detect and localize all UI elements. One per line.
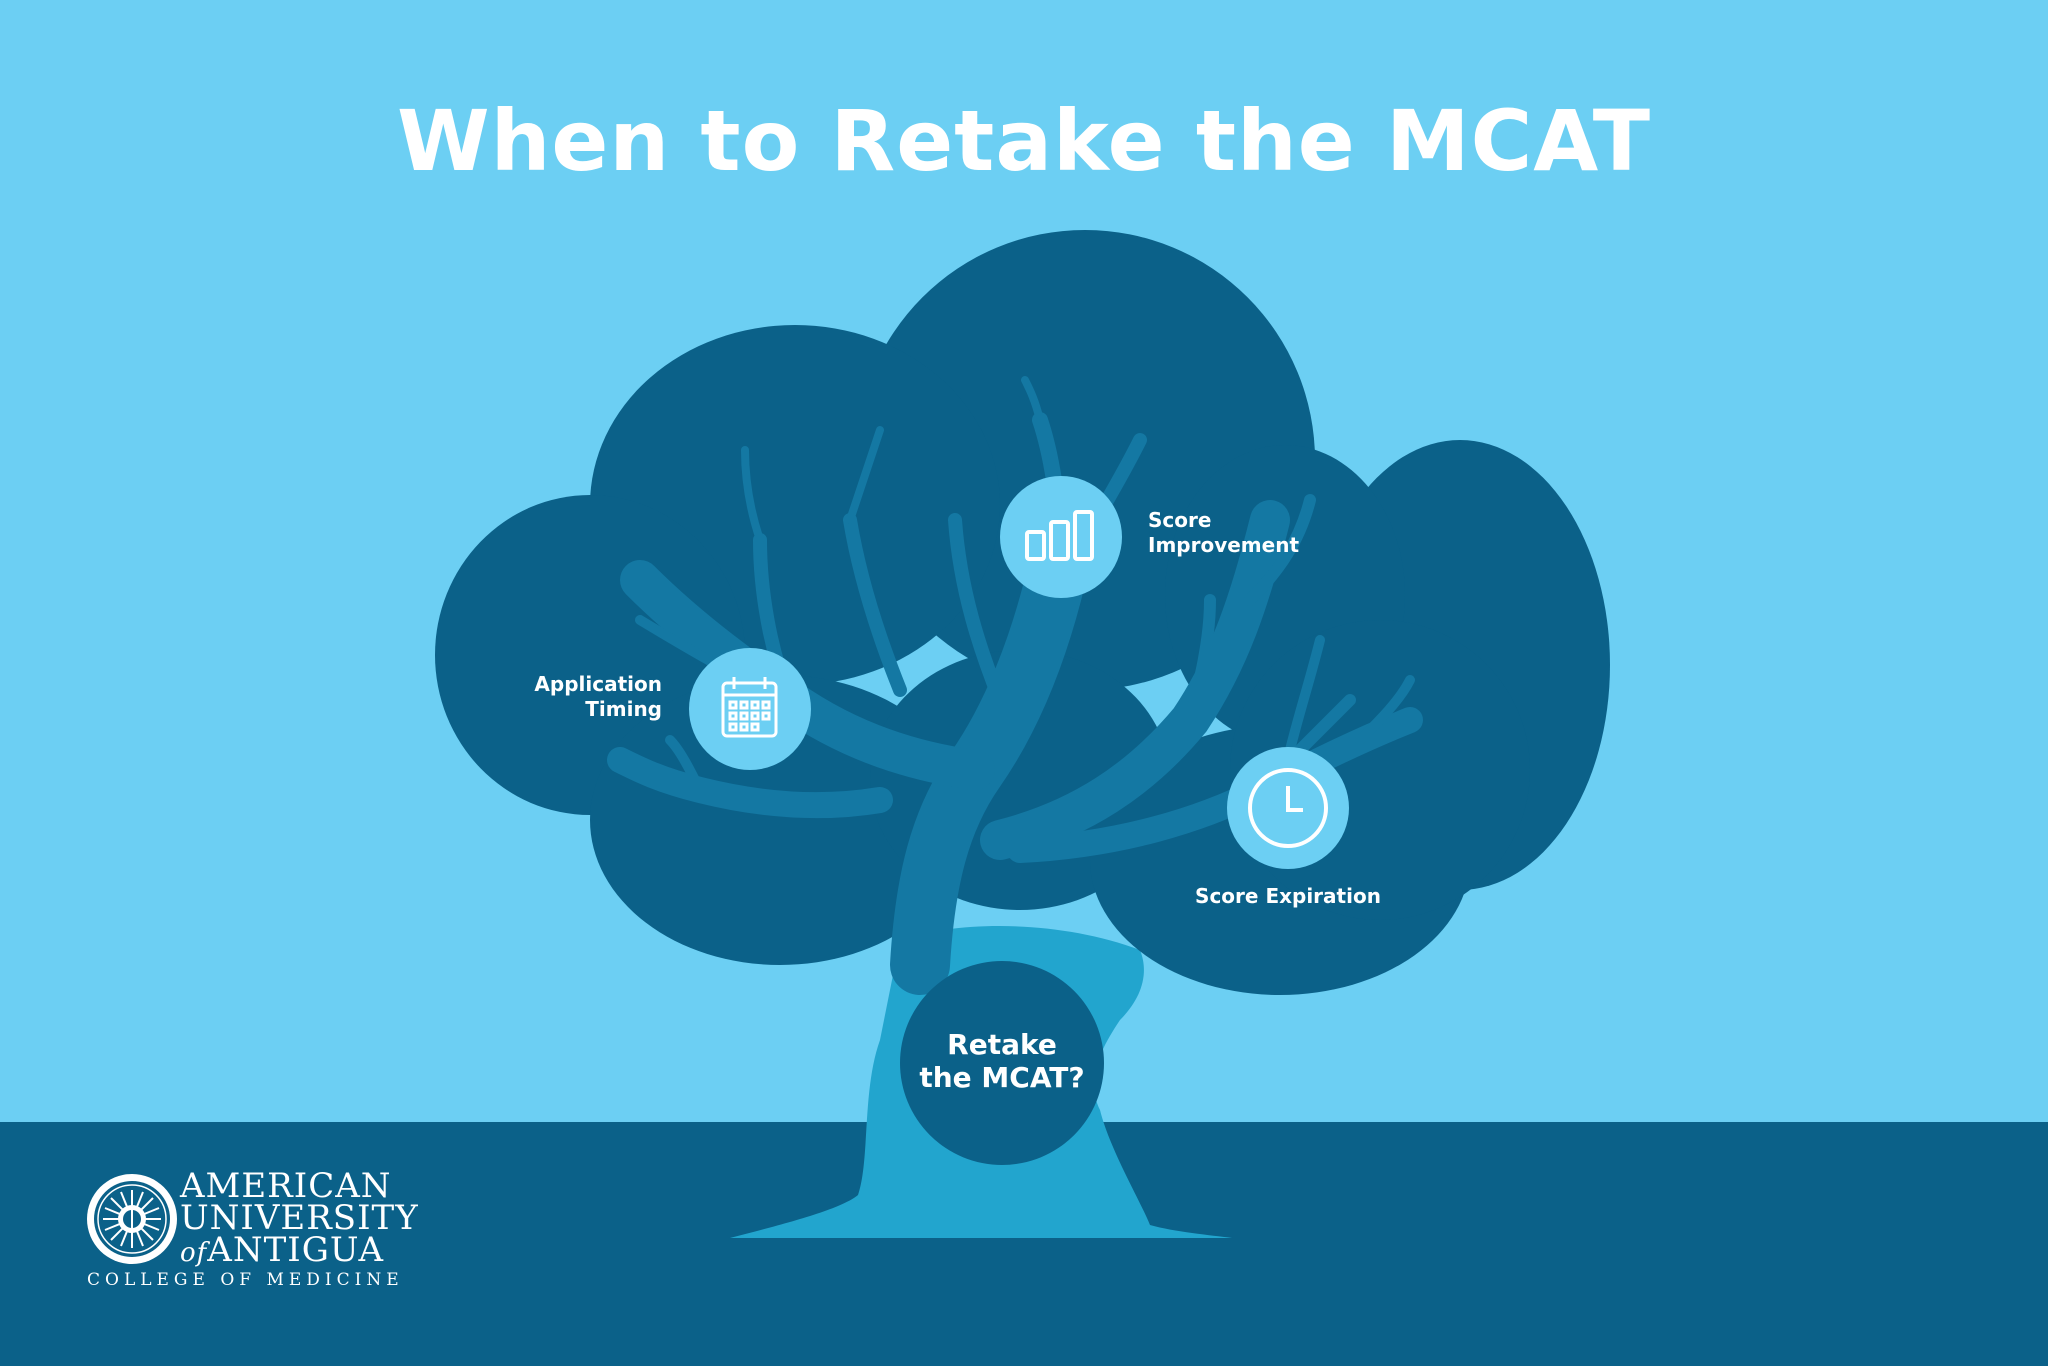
application-timing-label-line1: Application (534, 672, 662, 696)
logo-line-antigua: ofANTIGUA (180, 1233, 419, 1269)
university-seal-logo (87, 1174, 177, 1264)
application-timing-label: Application Timing (480, 672, 662, 722)
score-improvement-node (1000, 476, 1122, 598)
logo-antigua: ANTIGUA (207, 1230, 385, 1270)
page-title: When to Retake the MCAT (396, 92, 1652, 190)
clock-icon (1248, 768, 1328, 848)
score-improvement-circle (1000, 476, 1122, 598)
university-logo-text: AMERICAN UNIVERSITY ofANTIGUA (180, 1166, 419, 1269)
score-expiration-label: Score Expiration (1158, 884, 1418, 909)
score-improvement-label-line2: Improvement (1148, 533, 1300, 557)
logo-subtitle: COLLEGE OF MEDICINE (87, 1270, 404, 1290)
center-circle (900, 961, 1104, 1165)
application-timing-label-line2: Timing (585, 697, 662, 721)
score-improvement-label: Score Improvement (1148, 508, 1299, 558)
score-expiration-label-line1: Score Expiration (1195, 884, 1381, 908)
logo-line-american: AMERICAN (180, 1166, 392, 1206)
bar-chart-icon (1025, 510, 1094, 561)
application-timing-circle (689, 648, 811, 770)
score-expiration-node (1227, 747, 1349, 869)
score-improvement-label-line1: Score (1148, 508, 1212, 532)
center-label-line2: the MCAT? (919, 1061, 1085, 1094)
logo-of: of (180, 1238, 208, 1268)
logo-line-university: UNIVERSITY (180, 1198, 419, 1238)
tree-canopy (435, 230, 1610, 995)
application-timing-node (689, 648, 811, 770)
center-label: Retake the MCAT? (899, 1028, 1105, 1094)
calendar-icon (721, 677, 778, 738)
center-label-line1: Retake (947, 1028, 1057, 1061)
